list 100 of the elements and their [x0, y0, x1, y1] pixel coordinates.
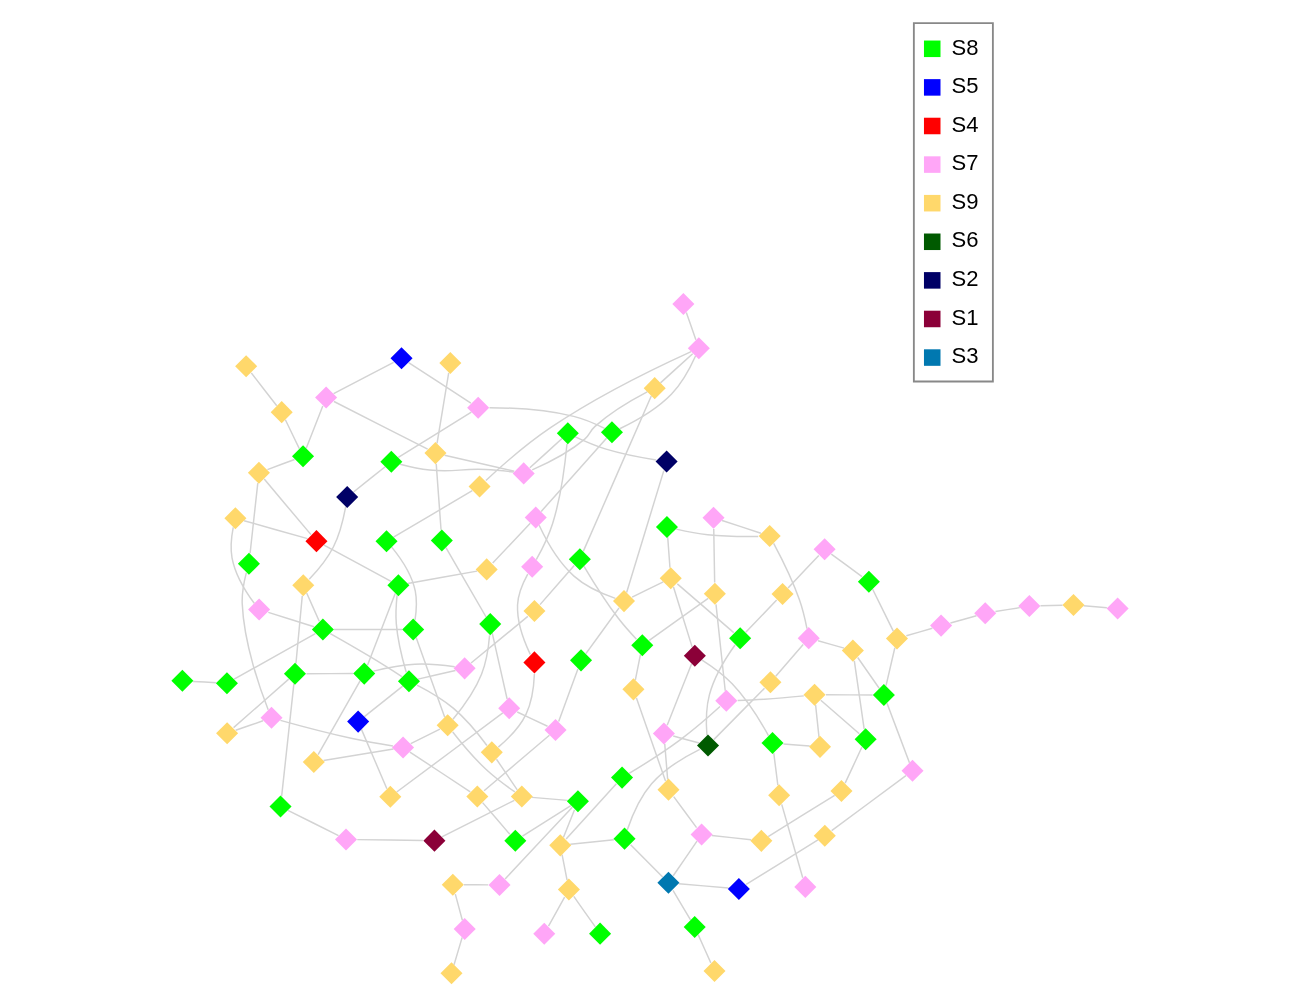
node-diamond: [544, 718, 567, 741]
connector: [672, 795, 698, 829]
connector: [445, 546, 487, 618]
connector: [676, 583, 735, 634]
legend-label: S4: [951, 111, 979, 137]
connector: [685, 311, 697, 341]
node-diamond: [697, 734, 720, 757]
connector: [672, 840, 698, 877]
node-diamond: [397, 670, 420, 693]
node-diamond: [901, 759, 924, 782]
connector: [322, 748, 395, 762]
node-diamond: [557, 878, 580, 901]
connector: [417, 669, 457, 680]
connector: [232, 678, 290, 729]
connector: [830, 553, 863, 578]
connector: [363, 685, 404, 718]
node-diamond: [655, 515, 678, 538]
connector: [628, 705, 721, 775]
connector: [295, 595, 303, 665]
node-diamond: [759, 671, 782, 694]
node-diamond: [402, 618, 425, 641]
legend-label: S1: [951, 304, 979, 330]
node-diamond: [768, 784, 791, 807]
connector: [392, 490, 473, 538]
connector: [666, 662, 693, 726]
connector: [648, 597, 709, 642]
connector: [711, 834, 752, 841]
node-diamond: [729, 627, 752, 650]
connector: [713, 687, 766, 741]
node-diamond: [523, 651, 546, 674]
connector: [441, 799, 516, 838]
connector: [574, 436, 657, 461]
connector: [407, 570, 478, 585]
node-diamond: [283, 662, 306, 685]
node-diamond: [600, 421, 623, 444]
connector: [667, 536, 671, 569]
node-diamond: [468, 475, 491, 498]
connector: [830, 774, 907, 832]
connector: [366, 592, 396, 666]
connector: [263, 478, 312, 536]
node-diamond: [235, 355, 258, 378]
node-diamond: [498, 697, 521, 720]
node-diamond: [311, 618, 334, 641]
connector: [284, 419, 301, 450]
connector: [659, 352, 694, 384]
node-diamond: [305, 530, 328, 553]
connector: [535, 443, 568, 561]
connector: [539, 564, 575, 606]
node-diamond: [809, 735, 832, 758]
node-diamond: [703, 582, 726, 605]
node-diamond: [292, 445, 315, 468]
connector: [625, 469, 665, 594]
connector: [488, 406, 606, 430]
connector: [249, 482, 259, 554]
connector: [817, 640, 845, 649]
legend-label: S9: [951, 188, 979, 214]
node-diamond: [703, 960, 726, 983]
node-diamond: [453, 918, 476, 941]
connector: [308, 505, 347, 581]
connector: [775, 643, 804, 677]
connector: [561, 854, 568, 881]
node-diamond: [797, 627, 820, 650]
connector: [267, 611, 315, 628]
node-diamond: [885, 627, 908, 650]
node-diamond: [171, 669, 194, 692]
connector: [583, 565, 638, 640]
connector: [844, 746, 863, 784]
node-diamond: [466, 785, 489, 808]
node-diamond: [270, 401, 293, 424]
node-diamond: [215, 672, 238, 695]
connector: [397, 411, 473, 459]
connector: [635, 697, 667, 782]
node-diamond: [1018, 595, 1041, 618]
legend-label: S8: [951, 34, 979, 60]
connector: [521, 805, 572, 837]
connector: [497, 673, 536, 748]
node-diamond: [652, 722, 675, 745]
connector: [557, 668, 579, 723]
connector: [305, 405, 324, 449]
connector: [573, 895, 597, 928]
connector: [531, 796, 569, 802]
connector: [280, 682, 295, 797]
connector: [715, 603, 726, 692]
connector: [454, 893, 464, 921]
connector: [415, 636, 446, 718]
connector: [452, 731, 516, 793]
connector: [664, 743, 669, 781]
node-diamond: [556, 422, 579, 445]
node-diamond: [488, 873, 511, 896]
connector: [582, 395, 652, 553]
node-diamond: [761, 732, 784, 755]
node-diamond: [353, 662, 376, 685]
node-diamond: [375, 530, 398, 553]
connector: [279, 719, 394, 747]
node-diamond: [566, 790, 589, 813]
node-diamond: [549, 834, 572, 857]
connector: [569, 839, 615, 846]
node-diamond: [347, 710, 370, 733]
legend-label: S7: [951, 150, 979, 176]
connector: [547, 896, 566, 927]
